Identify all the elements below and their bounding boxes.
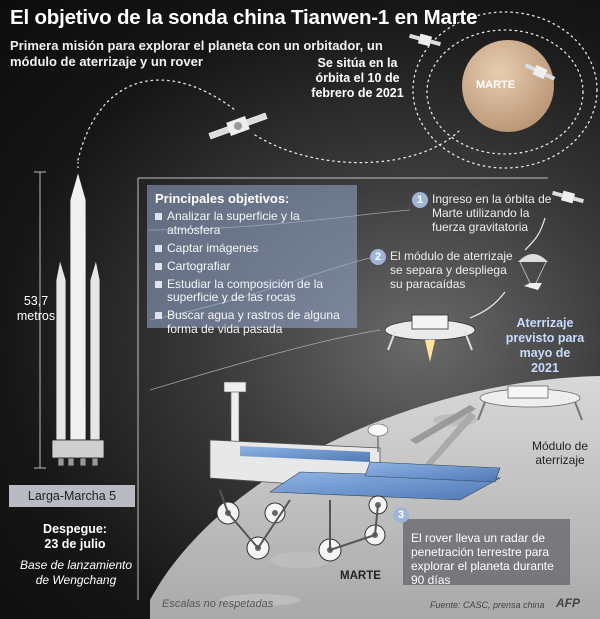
page-subtitle: Primera misión para explorar el planeta …	[10, 38, 383, 69]
objectives-box: Principales objetivos: Analizar la super…	[147, 185, 357, 335]
objectives-list: Analizar la superficie y la atmósfera Ca…	[155, 209, 349, 336]
step-3-badge: 3	[393, 507, 409, 523]
step-2-text: El módulo de aterrizaje se separa y desp…	[390, 249, 513, 291]
orbiter-small-icon	[409, 33, 441, 47]
step-2-badge: 2	[370, 249, 386, 265]
orbiter-small-icon	[524, 63, 556, 81]
rocket-name-label: Larga-Marcha 5	[9, 485, 135, 507]
landing-date-note: Aterrizaje previsto para mayo de 2021	[505, 316, 585, 375]
launch-site-label: Base de lanzamiento de Wengchang	[19, 558, 133, 587]
objective-item: Captar imágenes	[155, 241, 349, 256]
step-1-badge: 1	[412, 192, 428, 208]
page-title: El objetivo de la sonda china Tianwen-1 …	[10, 6, 478, 29]
objective-item: Analizar la superficie y la atmósfera	[155, 209, 349, 237]
orbiter-icon	[208, 112, 268, 140]
agency-logo: AFP	[556, 596, 580, 610]
descending-lander-icon	[384, 314, 476, 362]
panel-frame	[137, 177, 548, 600]
objective-item: Buscar agua y rastros de alguna forma de…	[155, 308, 349, 336]
orbiter-small-icon	[552, 190, 584, 204]
mars-surface-label: MARTE	[340, 570, 381, 582]
lander-module-icon	[410, 385, 583, 472]
parachute-icon	[518, 254, 548, 290]
height-scale	[34, 171, 46, 469]
lander-module-label: Módulo de aterrizaje	[531, 439, 589, 467]
scale-note: Escalas no respetadas	[162, 598, 274, 610]
step-3-text: El rover lleva un radar de penetración t…	[411, 531, 554, 587]
step-3-box: 3 El rover lleva un radar de penetración…	[393, 507, 570, 587]
orbit-date-note: Se sitúa en la órbita el 10 de febrero d…	[311, 56, 404, 100]
rocket-illustration	[51, 170, 105, 467]
orbit-paths	[77, 11, 598, 169]
step-1-text: Ingreso en la órbita de Marte utilizando…	[432, 192, 552, 234]
mars-planet	[462, 40, 554, 132]
rocket-height-label: 53,7 metros	[16, 294, 56, 323]
objective-item: Cartografiar	[155, 259, 349, 274]
objective-item: Estudiar la composición de la superficie…	[155, 277, 349, 305]
flow-arrows	[469, 217, 546, 319]
rover-illustration	[209, 381, 502, 562]
source-note: Fuente: CASC, prensa china	[430, 600, 545, 610]
objectives-title: Principales objetivos:	[155, 191, 290, 206]
mars-planet-label: MARTE	[476, 79, 516, 91]
launch-date-label: Despegue: 23 de julio	[43, 522, 107, 551]
